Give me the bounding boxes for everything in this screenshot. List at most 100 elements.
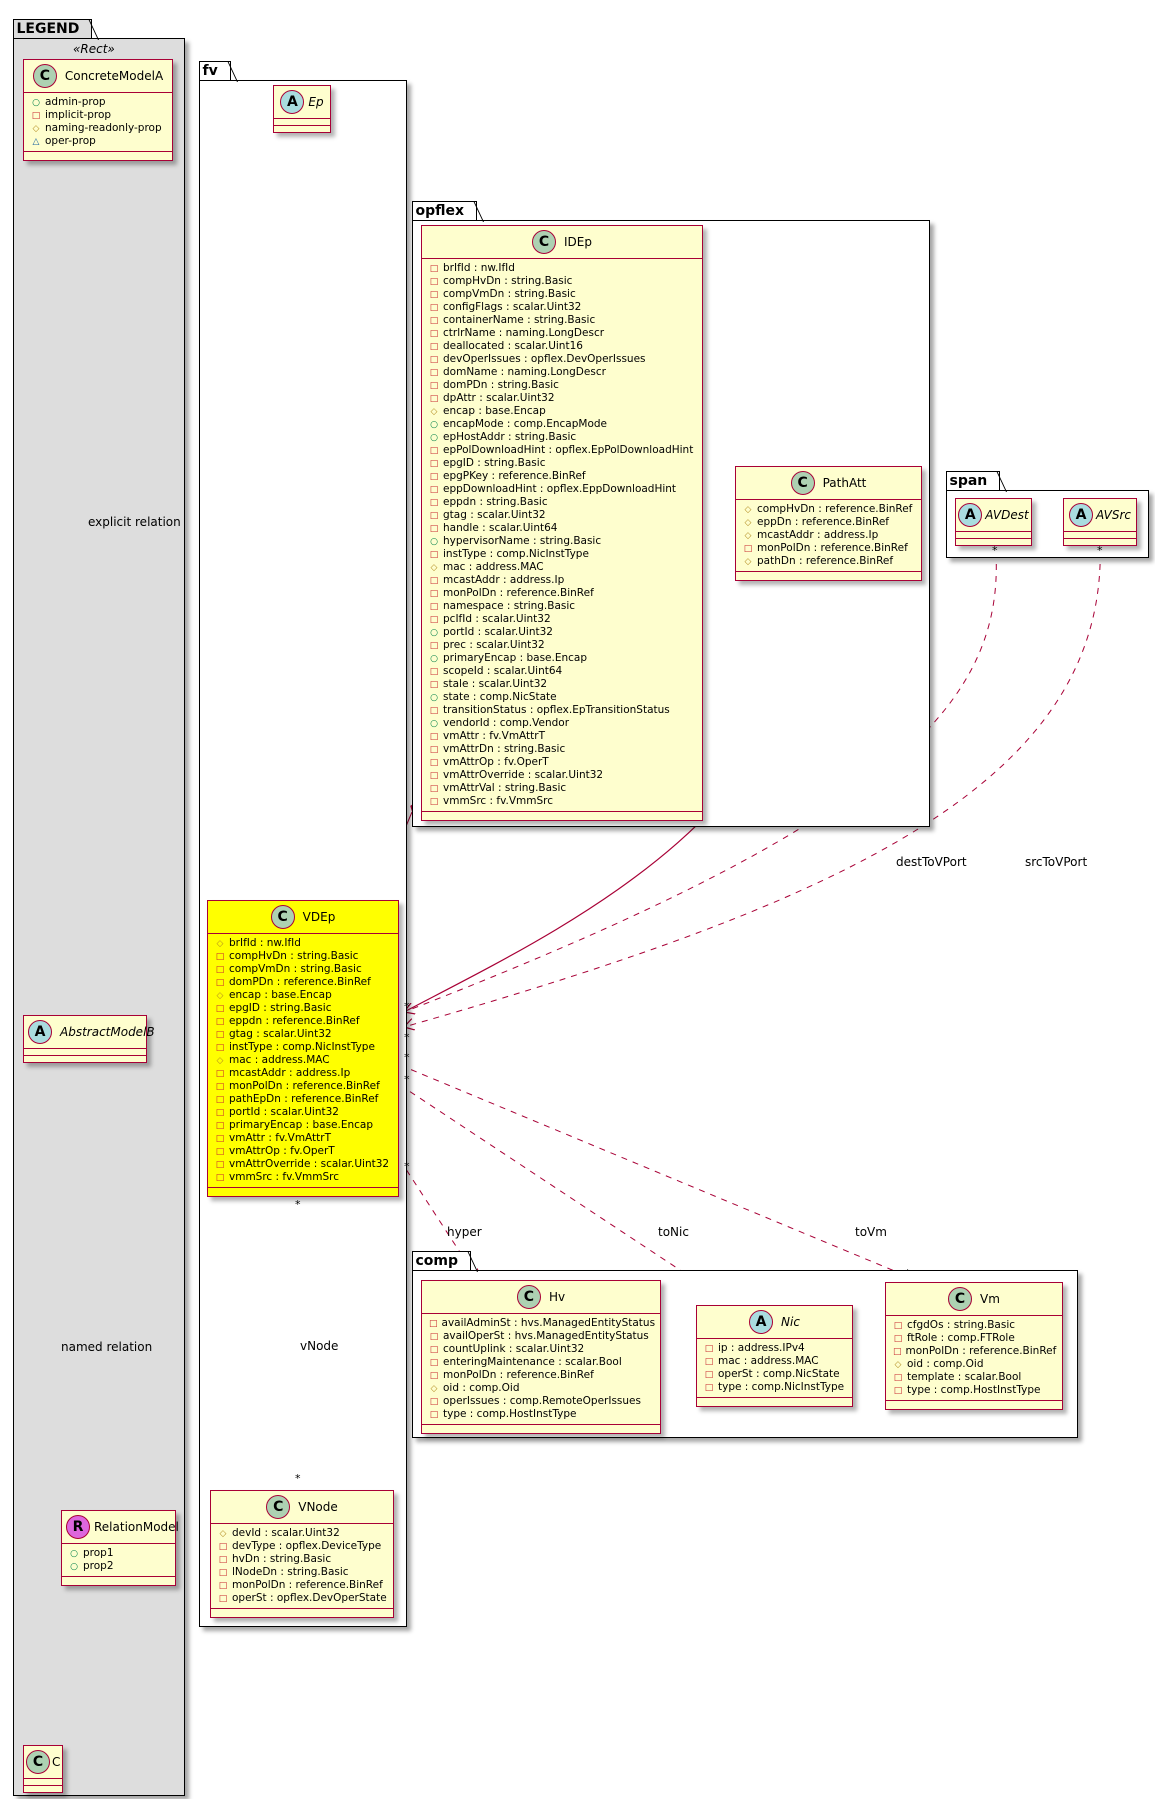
visibility-prot-icon: ◇	[744, 556, 752, 567]
attribute-row: □domPDn : reference.BinRef	[215, 976, 392, 989]
attribute-row: ○hypervisorName : string.Basic	[429, 535, 696, 548]
attribute-text: gtag : scalar.Uint32	[443, 509, 546, 521]
visibility-priv-icon: □	[893, 1320, 903, 1331]
attribute-text: vmmSrc : fv.VmmSrc	[229, 1171, 340, 1183]
visibility-priv-icon: □	[429, 315, 439, 326]
visibility-pub-icon: ○	[430, 536, 438, 547]
attribute-row: ○prop2	[69, 1560, 169, 1573]
attribute-row: □stale : scalar.Uint32	[429, 678, 696, 691]
attribute-row: □brIfId : nw.IfId	[429, 262, 696, 275]
attribute-list: □availAdminSt : hvs.ManagedEntityStatus□…	[422, 1314, 660, 1425]
attribute-row: □monPolDn : reference.BinRef	[218, 1579, 387, 1592]
attribute-row: □epPolDownloadHint : opflex.EpPolDownloa…	[429, 444, 696, 457]
class-name: Nic	[781, 1315, 800, 1329]
visibility-priv-icon: □	[215, 964, 225, 975]
attribute-text: epgID : string.Basic	[229, 1002, 332, 1014]
visibility-priv-icon: □	[429, 354, 439, 365]
attribute-text: compHvDn : reference.BinRef	[757, 503, 913, 515]
visibility-pub-icon: ○	[430, 718, 438, 729]
attribute-text: monPolDn : reference.BinRef	[232, 1579, 383, 1591]
class-badge-icon: C	[516, 1285, 541, 1309]
visibility-prot-icon: ◇	[744, 530, 752, 541]
visibility-priv-icon: □	[429, 783, 439, 794]
attribute-text: monPolDn : reference.BinRef	[443, 587, 594, 599]
attribute-text: template : scalar.Bool	[907, 1371, 1022, 1383]
visibility-priv-icon: □	[215, 1068, 225, 1079]
attribute-row: □operSt : opflex.DevOperState	[218, 1592, 387, 1605]
attribute-row: □operSt : comp.NicState	[704, 1368, 846, 1381]
visibility-priv-icon: □	[215, 1159, 225, 1170]
visibility-priv-icon: □	[215, 1107, 225, 1118]
attribute-text: lNodeDn : string.Basic	[232, 1566, 349, 1578]
abstract-badge-icon: A	[280, 90, 305, 114]
attribute-row: □ftRole : comp.FTRole	[893, 1332, 1056, 1345]
attribute-text: operSt : comp.NicState	[718, 1368, 840, 1380]
attribute-row: ◇devId : scalar.Uint32	[218, 1527, 387, 1540]
attribute-text: compVmDn : string.Basic	[229, 963, 362, 975]
attribute-text: naming-readonly-prop	[45, 122, 162, 134]
package-comp-label: comp	[411, 1251, 472, 1270]
visibility-priv-icon: □	[429, 393, 439, 404]
multiplicity-vdep-6: *	[295, 1198, 301, 1211]
attribute-text: compHvDn : string.Basic	[229, 950, 359, 962]
class-name: IDEp	[564, 235, 592, 249]
visibility-priv-icon: □	[743, 543, 753, 554]
attribute-text: state : comp.NicState	[443, 691, 557, 703]
label-hyper: hyper	[447, 1225, 482, 1239]
attribute-row: □devType : opflex.DeviceType	[218, 1540, 387, 1553]
attribute-row: □mcastAddr : address.Ip	[429, 574, 696, 587]
visibility-priv-icon: □	[429, 276, 439, 287]
attribute-text: prop2	[83, 1560, 114, 1572]
attribute-row: □vmAttrOp : fv.OperT	[429, 756, 696, 769]
attribute-row: □operIssues : comp.RemoteOperIssues	[429, 1395, 654, 1408]
attribute-row: □epgPKey : reference.BinRef	[429, 470, 696, 483]
visibility-priv-icon: □	[429, 523, 439, 534]
attribute-text: primaryEncap : base.Encap	[443, 652, 587, 664]
attribute-text: instType : comp.NicInstType	[229, 1041, 375, 1053]
label-srcToVPort: srcToVPort	[1025, 855, 1088, 869]
attribute-row: □hvDn : string.Basic	[218, 1553, 387, 1566]
attribute-row: □devOperIssues : opflex.DevOperIssues	[429, 353, 696, 366]
visibility-priv-icon: □	[215, 1133, 225, 1144]
attribute-row: □type : comp.HostInstType	[893, 1384, 1056, 1397]
attribute-text: pathDn : reference.BinRef	[757, 555, 894, 567]
attribute-list: ◇brIfId : nw.IfId□compHvDn : string.Basi…	[208, 934, 398, 1188]
multiplicity-vdep-3: *	[404, 1051, 410, 1064]
visibility-pub-icon: ○	[430, 692, 438, 703]
visibility-priv-icon: □	[429, 510, 439, 521]
attribute-text: brIfId : nw.IfId	[229, 937, 301, 949]
visibility-prot-icon: ◇	[744, 517, 752, 528]
attribute-row: □pcIfId : scalar.Uint32	[429, 613, 696, 626]
attribute-text: ctrlrName : naming.LongDescr	[443, 327, 605, 339]
attribute-text: implicit-prop	[45, 109, 112, 121]
visibility-priv-icon: □	[429, 367, 439, 378]
visibility-priv-icon: □	[893, 1346, 902, 1357]
attribute-text: enteringMaintenance : scalar.Bool	[443, 1356, 622, 1368]
attribute-text: mcastAddr : address.Ip	[229, 1067, 351, 1079]
visibility-priv-icon: □	[215, 1016, 225, 1027]
visibility-priv-icon: □	[429, 1409, 439, 1420]
attribute-row: □type : comp.NicInstType	[704, 1381, 846, 1394]
visibility-priv-icon: □	[215, 1029, 225, 1040]
visibility-priv-icon: □	[429, 1318, 438, 1329]
attribute-list: ○admin-prop□implicit-prop◇naming-readonl…	[24, 93, 172, 152]
class-name: C	[52, 1755, 61, 1769]
attribute-text: prop1	[83, 1547, 114, 1559]
attribute-row: □portId : scalar.Uint32	[215, 1106, 392, 1119]
multiplicity-avdest: *	[992, 544, 998, 557]
visibility-prot-icon: ◇	[430, 562, 438, 573]
